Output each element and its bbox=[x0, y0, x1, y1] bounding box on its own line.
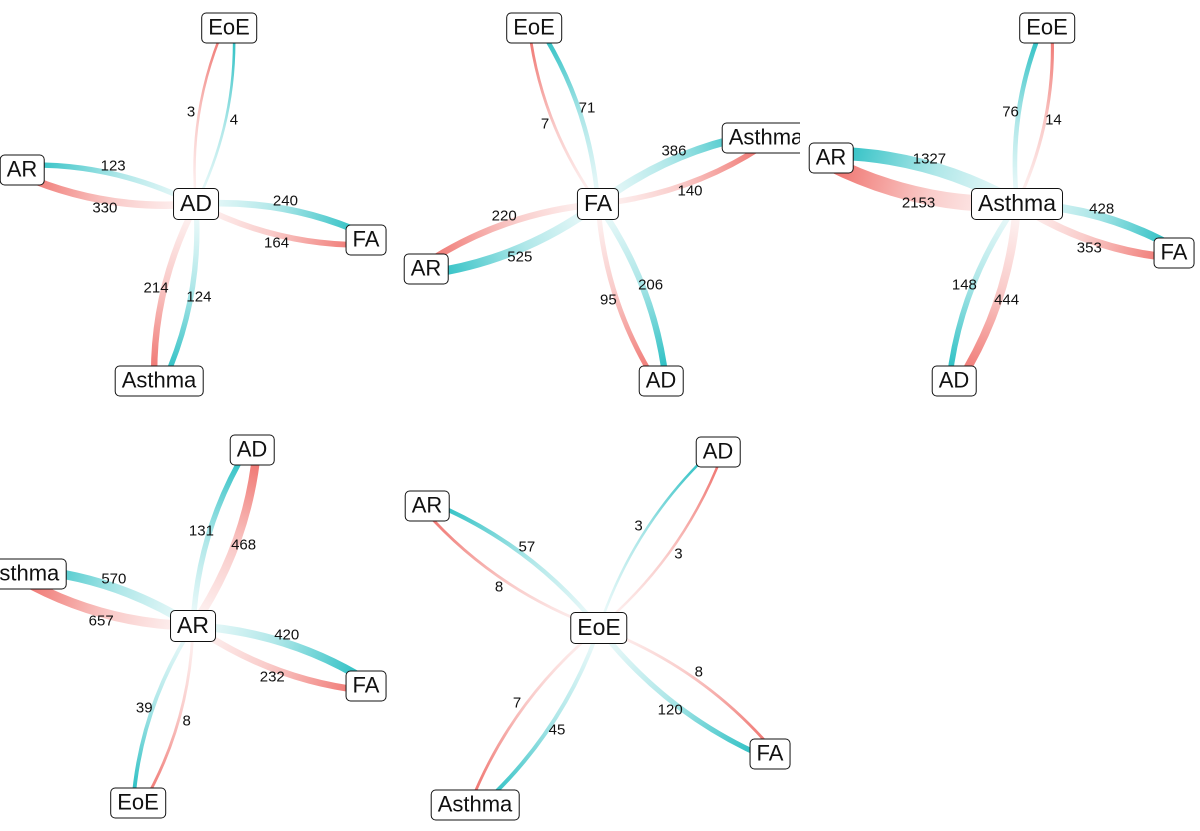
edge-eoe-fa-teal bbox=[596, 626, 769, 761]
edge-fa-eoe-teal bbox=[536, 25, 601, 205]
edge-ad-eoe-red bbox=[193, 26, 226, 205]
edge-fa-eoe-red bbox=[527, 29, 600, 205]
count-ad-fa-teal: 240 bbox=[272, 192, 298, 210]
count-eoe-ar-red: 8 bbox=[494, 578, 504, 596]
node-center-asthma: Asthma bbox=[971, 188, 1063, 220]
count-ad-ar-teal: 123 bbox=[100, 157, 126, 175]
count-ar-ad-teal: 131 bbox=[188, 522, 214, 540]
count-fa-ar-red: 220 bbox=[491, 207, 517, 225]
node-ad-ar: AR bbox=[0, 154, 45, 186]
count-eoe-ad-teal: 3 bbox=[634, 517, 643, 535]
edge-fa-ad-teal bbox=[595, 202, 669, 380]
edge-asthma-eoe-red bbox=[1015, 28, 1054, 205]
count-ad-asthma-red: 214 bbox=[143, 279, 169, 297]
count-asthma-eoe-red: 14 bbox=[1045, 111, 1062, 129]
node-ar-fa: FA bbox=[345, 670, 387, 702]
count-ar-asthma-teal: 570 bbox=[101, 570, 127, 588]
count-fa-eoe-teal: 71 bbox=[578, 99, 596, 117]
edge-asthma-ad-teal bbox=[946, 202, 1020, 380]
count-ad-asthma-teal: 124 bbox=[186, 288, 212, 306]
count-ar-ad-red: 468 bbox=[231, 536, 257, 554]
count-eoe-ar-teal: 57 bbox=[518, 538, 536, 556]
edge-ar-eoe-teal bbox=[131, 624, 195, 802]
count-ar-eoe-red: 8 bbox=[182, 712, 191, 730]
node-eoe-asthma: Asthma bbox=[430, 789, 520, 821]
node-eoe-fa: FA bbox=[749, 738, 791, 770]
count-eoe-fa-teal: 120 bbox=[657, 701, 683, 719]
node-asthma-fa: FA bbox=[1153, 237, 1195, 269]
panel-edges bbox=[423, 448, 775, 810]
edge-eoe-ad-teal bbox=[597, 448, 715, 629]
edge-ad-asthma-teal bbox=[161, 203, 200, 384]
edge-fa-ar-red bbox=[422, 200, 599, 268]
count-fa-ar-teal: 525 bbox=[507, 248, 533, 266]
edge-asthma-eoe-teal bbox=[1012, 26, 1045, 205]
count-eoe-asthma-red: 7 bbox=[512, 694, 522, 711]
edge-eoe-ar-red bbox=[423, 509, 600, 630]
node-asthma-ad: AD bbox=[931, 365, 977, 397]
edge-ar-ad-red bbox=[189, 451, 261, 629]
edge-ad-eoe-teal bbox=[194, 28, 236, 205]
edge-ar-ad-teal bbox=[190, 446, 250, 627]
node-fa-asthma: Asthma bbox=[721, 122, 800, 154]
node-asthma-ar: AR bbox=[808, 142, 854, 174]
node-ar-asthma: Asthma bbox=[0, 558, 67, 590]
edge-fa-ad-red bbox=[595, 203, 659, 384]
count-ar-fa-red: 232 bbox=[259, 668, 285, 686]
edge-ar-eoe-red bbox=[141, 625, 195, 806]
edge-eoe-ar-teal bbox=[429, 499, 601, 630]
count-fa-eoe-red: 7 bbox=[540, 115, 550, 133]
node-ad-fa: FA bbox=[345, 224, 387, 256]
count-ar-asthma-red: 657 bbox=[88, 612, 114, 630]
count-asthma-fa-red: 353 bbox=[1076, 239, 1102, 257]
node-eoe-ar: AR bbox=[404, 490, 450, 522]
count-asthma-ar-red: 2153 bbox=[901, 194, 936, 212]
count-fa-asthma-teal: 386 bbox=[661, 142, 687, 160]
count-asthma-fa-teal: 428 bbox=[1089, 200, 1115, 218]
count-asthma-ar-teal: 1327 bbox=[912, 150, 947, 168]
count-eoe-ad-red: 3 bbox=[674, 545, 683, 562]
edge-eoe-fa-red bbox=[598, 626, 775, 751]
count-asthma-ad-teal: 148 bbox=[951, 276, 977, 294]
edge-eoe-asthma-teal bbox=[477, 627, 601, 810]
count-ad-ar-red: 330 bbox=[92, 199, 118, 217]
edge-ad-asthma-red bbox=[150, 202, 199, 381]
node-ar-ad: AD bbox=[229, 434, 275, 466]
count-eoe-asthma-teal: 45 bbox=[548, 721, 566, 739]
node-center-ad: AD bbox=[173, 188, 219, 220]
edge-eoe-ad-red bbox=[598, 454, 724, 629]
node-eoe-ad: AD bbox=[695, 436, 741, 468]
node-center-fa: FA bbox=[576, 188, 620, 220]
count-eoe-fa-red: 8 bbox=[694, 663, 703, 681]
node-ar-eoe: EoE bbox=[110, 787, 166, 819]
edge-asthma-ad-red bbox=[955, 203, 1022, 385]
count-asthma-ad-red: 444 bbox=[994, 291, 1020, 309]
count-ad-eoe-teal: 4 bbox=[229, 111, 239, 129]
count-ar-fa-teal: 420 bbox=[274, 626, 300, 644]
count-fa-ad-red: 95 bbox=[600, 291, 617, 309]
edge-eoe-asthma-red bbox=[469, 626, 600, 803]
node-ad-asthma: Asthma bbox=[114, 365, 204, 397]
count-fa-asthma-red: 140 bbox=[677, 182, 703, 200]
node-center-eoe: EoE bbox=[570, 612, 628, 644]
count-fa-ad-teal: 206 bbox=[638, 276, 664, 294]
count-ar-eoe-teal: 39 bbox=[135, 699, 153, 717]
node-asthma-eoe: EoE bbox=[1019, 12, 1075, 44]
node-fa-eoe: EoE bbox=[506, 12, 562, 44]
node-center-ar: AR bbox=[170, 610, 216, 642]
node-fa-ad: AD bbox=[638, 365, 684, 397]
node-fa-ar: AR bbox=[403, 253, 449, 285]
node-ad-eoe: EoE bbox=[201, 12, 257, 44]
edge-fa-asthma-red bbox=[597, 140, 770, 207]
count-asthma-eoe-teal: 76 bbox=[1002, 103, 1019, 121]
count-ad-fa-red: 164 bbox=[264, 234, 290, 252]
count-ad-eoe-red: 3 bbox=[186, 103, 196, 121]
